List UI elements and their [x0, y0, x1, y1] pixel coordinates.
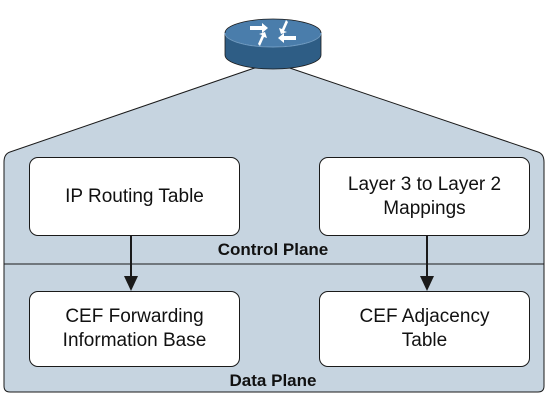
- data-plane-label: Data Plane: [229, 371, 317, 390]
- arrow-routing-to-fib: [124, 236, 138, 291]
- arrow-mappings-to-adjacency: [420, 236, 434, 291]
- cef-fib-box: CEF Forwarding Information Base: [29, 291, 240, 367]
- router-icon: [224, 18, 322, 70]
- layer3-to-layer2-mappings-box: Layer 3 to Layer 2 Mappings: [319, 157, 530, 236]
- router-arrows-icon: [250, 20, 296, 46]
- cef-adjacency-table-box: CEF Adjacency Table: [319, 291, 530, 367]
- ip-routing-table-box: IP Routing Table: [29, 157, 240, 236]
- control-plane-label: Control Plane: [217, 240, 329, 259]
